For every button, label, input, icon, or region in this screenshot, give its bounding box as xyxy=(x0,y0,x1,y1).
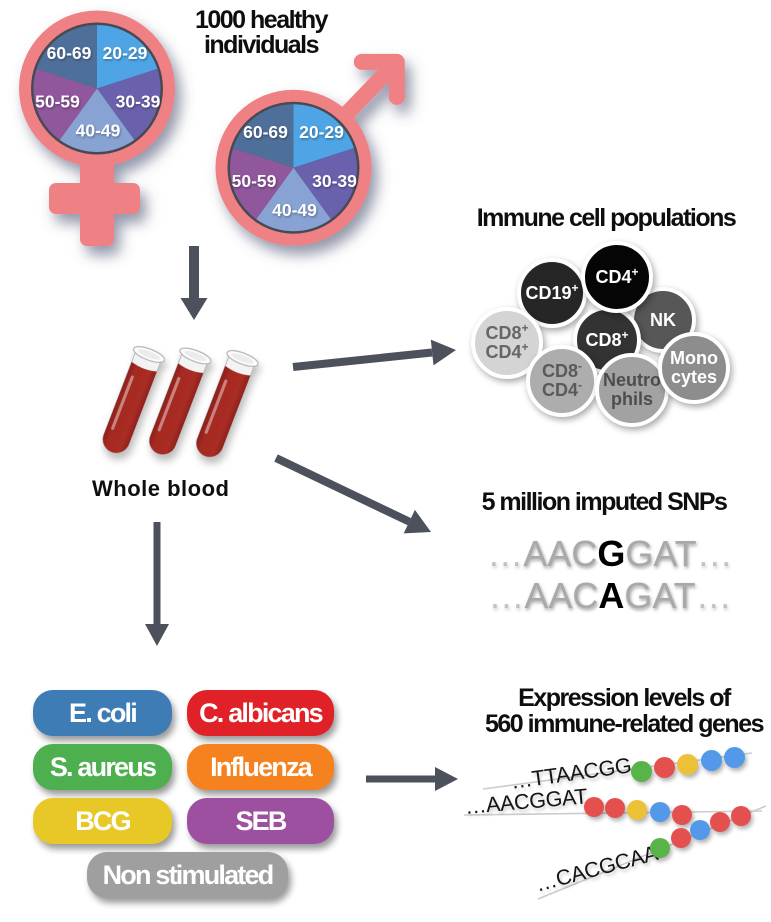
svg-text:40-49: 40-49 xyxy=(272,200,317,220)
svg-text:60-69: 60-69 xyxy=(47,43,92,63)
svg-text:20-29: 20-29 xyxy=(299,122,344,142)
svg-text:40-49: 40-49 xyxy=(76,121,121,141)
svg-text:30-39: 30-39 xyxy=(116,92,161,112)
svg-text:50-59: 50-59 xyxy=(35,92,80,112)
svg-text:30-39: 30-39 xyxy=(312,171,357,191)
svg-text:60-69: 60-69 xyxy=(243,122,288,142)
svg-text:20-29: 20-29 xyxy=(103,43,148,63)
svg-text:50-59: 50-59 xyxy=(232,171,277,191)
